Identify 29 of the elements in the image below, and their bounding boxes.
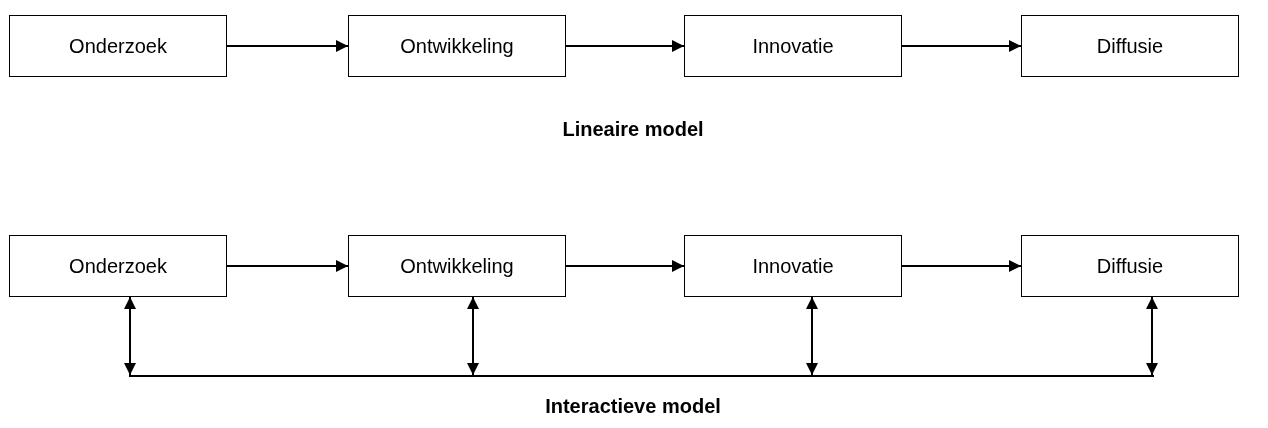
- model-caption: Interactieve model: [545, 395, 721, 418]
- arrow: [226, 40, 349, 52]
- model-caption: Lineaire model: [562, 118, 704, 141]
- process-box: [684, 15, 902, 77]
- box-label: Ontwikkeling: [400, 34, 514, 58]
- arrow: [226, 260, 349, 272]
- arrow: [124, 296, 136, 376]
- box-label: Innovatie: [752, 34, 834, 58]
- arrow: [1146, 296, 1158, 376]
- process-box: [9, 235, 227, 297]
- box-label: Onderzoek: [69, 254, 167, 278]
- arrow: [565, 260, 685, 272]
- arrow: [901, 40, 1022, 52]
- process-box: [348, 15, 566, 77]
- process-box: [1021, 15, 1239, 77]
- arrow: [467, 296, 479, 376]
- box-label: Onderzoek: [69, 34, 167, 58]
- arrow: [565, 40, 685, 52]
- process-box: [9, 15, 227, 77]
- connector-bar: [129, 375, 1154, 377]
- box-label: Diffusie: [1096, 254, 1164, 278]
- arrow: [806, 296, 818, 376]
- process-box: [348, 235, 566, 297]
- box-label: Ontwikkeling: [400, 254, 514, 278]
- process-box: [684, 235, 902, 297]
- arrow: [901, 260, 1022, 272]
- box-label: Innovatie: [752, 254, 834, 278]
- process-box: [1021, 235, 1239, 297]
- box-label: Diffusie: [1096, 34, 1164, 58]
